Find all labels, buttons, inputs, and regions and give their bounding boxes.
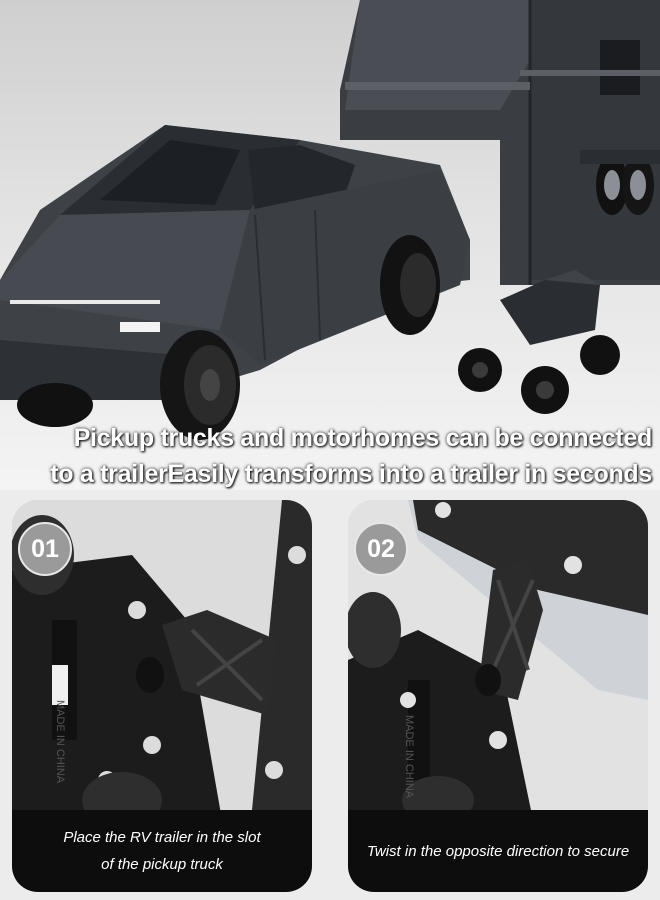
rv-trailer: [340, 0, 660, 285]
hitch-closeup-2: MADE IN CHINA: [348, 500, 648, 810]
step-panel-1: MADE IN CHINA 01 Place the RV trailer in…: [12, 500, 312, 892]
atv-model: [458, 270, 620, 414]
cybertruck: [0, 125, 470, 440]
hero-product-photo: Pickup trucks and motorhomes can be conn…: [0, 0, 660, 490]
headline-text: Pickup trucks and motorhomes can be conn…: [2, 420, 652, 490]
step-1-caption-line-1: Place the RV trailer in the slot: [63, 829, 261, 846]
step-1-caption-line-2: of the pickup truck: [101, 856, 223, 873]
headline-line-1: Pickup trucks and motorhomes can be conn…: [73, 424, 653, 452]
step-2-caption-line-1: Twist in the opposite direction to secur…: [366, 842, 630, 860]
step-badge-2: 02: [354, 522, 408, 576]
step-caption-1: Place the RV trailer in the slot of the …: [12, 810, 312, 892]
cybertruck-with-trailer-illustration: [0, 0, 660, 440]
step-badge-1: 01: [18, 522, 72, 576]
made-in-china-stamp: MADE IN CHINA: [54, 700, 66, 784]
made-in-china-stamp: MADE IN CHINA: [403, 715, 415, 799]
step-panel-2: MADE IN CHINA 02 Twist in the opposite d…: [348, 500, 648, 892]
headline-line-2: to a trailerEasily transforms into a tra…: [50, 460, 652, 488]
step-caption-2: Twist in the opposite direction to secur…: [348, 810, 648, 892]
